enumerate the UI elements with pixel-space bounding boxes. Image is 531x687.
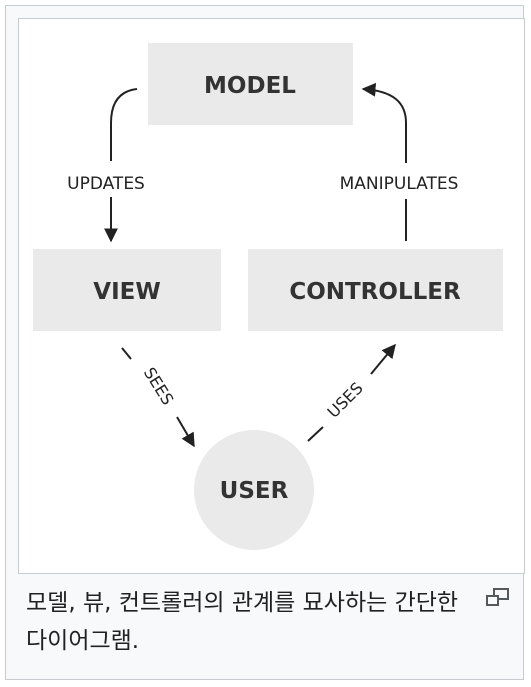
- sees-arrow-lower: [176, 416, 195, 448]
- manipulates-arrow-upper: [361, 82, 407, 163]
- magnify-clip-icon[interactable]: [484, 586, 512, 610]
- updates-arrow-upper: [110, 88, 138, 161]
- uses-arrow-lower: [307, 426, 324, 442]
- view-node: VIEW: [33, 249, 221, 331]
- controller-label: CONTROLLER: [289, 279, 461, 305]
- model-node: MODEL: [148, 43, 353, 125]
- model-label: MODEL: [204, 73, 296, 99]
- uses-label: USES: [323, 378, 366, 421]
- uses-arrow-upper: [370, 343, 396, 375]
- view-label: VIEW: [93, 279, 160, 305]
- updates-label: UPDATES: [67, 174, 145, 194]
- sees-arrow-upper: [121, 347, 132, 360]
- image-caption: 모델, 뷰, 컨트롤러의 관계를 묘사하는 간단한 다이어그램.: [26, 590, 459, 654]
- mvc-diagram: MODEL VIEW CONTROLLER USER UPDATES: [33, 43, 503, 550]
- controller-node: CONTROLLER: [248, 249, 503, 331]
- user-label: USER: [220, 478, 289, 504]
- mvc-diagram-image[interactable]: MODEL VIEW CONTROLLER USER UPDATES: [18, 18, 525, 574]
- thumbnail-frame: MODEL VIEW CONTROLLER USER UPDATES: [5, 5, 525, 680]
- manipulates-label: MANIPULATES: [340, 174, 459, 194]
- sees-label: SEES: [140, 364, 178, 408]
- user-node: USER: [194, 430, 314, 550]
